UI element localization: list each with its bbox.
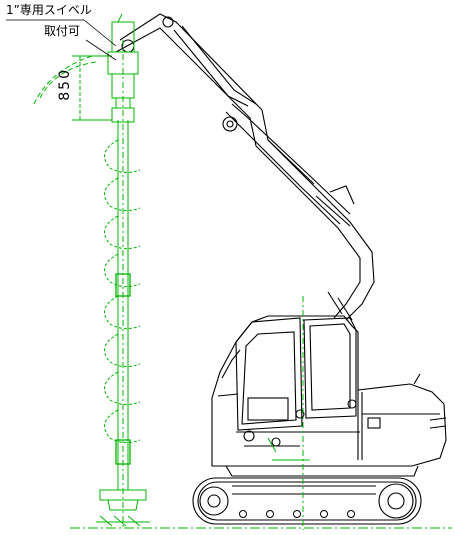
auger-flights bbox=[104, 139, 141, 444]
swivel-label-line2: 取付可 bbox=[44, 24, 81, 38]
upper-structure bbox=[211, 315, 447, 467]
crawler-track bbox=[192, 477, 422, 525]
cab bbox=[217, 317, 357, 431]
boom bbox=[115, 13, 375, 321]
label-leader bbox=[6, 19, 117, 61]
swivel-label-line1: 1”専用スイベル bbox=[6, 3, 92, 17]
swivel-head bbox=[111, 21, 135, 53]
dimension-label: 850 bbox=[57, 68, 73, 101]
auger-attachment bbox=[33, 13, 452, 530]
swing-arc bbox=[39, 61, 97, 99]
excavator bbox=[115, 13, 447, 525]
